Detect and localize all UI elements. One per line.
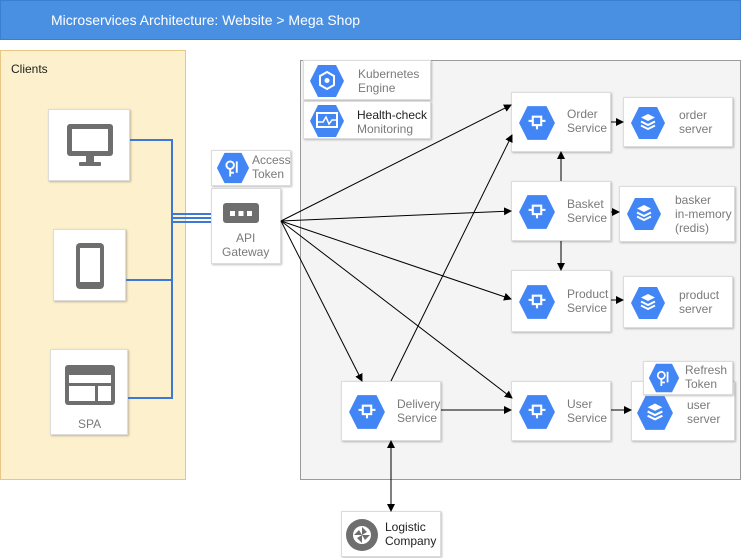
product-service-label-2: Service — [567, 301, 608, 315]
access-token-card[interactable]: Access Token — [211, 150, 291, 186]
spa-to-gateway-connector — [128, 213, 211, 399]
basket-service-label-1: Basket — [567, 197, 604, 211]
order-server-label-2: server — [679, 122, 713, 136]
user-server-label-2: server — [687, 412, 721, 426]
compute-engine-icon — [519, 395, 555, 429]
order-service-label-2: Service — [567, 121, 608, 135]
compute-engine-icon — [349, 395, 385, 429]
compute-engine-icon — [519, 285, 555, 319]
order-service-label-1: Order — [567, 107, 598, 121]
compute-engine-icon — [519, 195, 555, 229]
order-server-label-1: order — [679, 108, 708, 122]
database-icon — [627, 198, 661, 230]
database-icon — [631, 107, 665, 139]
product-service-card[interactable]: Product Service — [511, 270, 611, 332]
basket-store-card[interactable]: basker in-memory (redis) — [619, 186, 735, 242]
api-gateway-card[interactable]: API Gateway — [211, 188, 281, 264]
database-icon — [637, 396, 673, 430]
monitoring-icon — [310, 105, 344, 137]
delivery-to-order-arrow — [390, 134, 513, 382]
browser-window-icon — [65, 365, 115, 405]
mobile-client-card[interactable] — [53, 229, 126, 301]
gateway-to-user-arrow — [280, 220, 513, 399]
basket-store-label-1: basker — [675, 193, 712, 207]
mobile-to-gateway-connector — [126, 217, 211, 281]
kubernetes-label-2: Engine — [358, 81, 396, 95]
access-token-label-1: Access — [252, 153, 291, 167]
desktop-to-gateway-connector — [130, 139, 211, 223]
basket-service-card[interactable]: Basket Service — [511, 181, 611, 241]
refresh-token-label-1: Refresh — [685, 363, 728, 377]
product-server-card[interactable]: product server — [623, 276, 733, 328]
user-service-label-1: User — [567, 397, 593, 411]
gateway-to-product-arrow — [280, 220, 512, 301]
kubernetes-icon — [310, 65, 344, 97]
spa-client-card[interactable]: SPA — [50, 349, 128, 435]
delivery-service-card[interactable]: Delivery Service — [341, 381, 441, 441]
refresh-token-card[interactable]: Refresh Token — [643, 361, 733, 395]
user-service-label-2: Service — [567, 411, 608, 425]
delivery-service-label-2: Service — [397, 411, 438, 425]
database-icon — [631, 287, 665, 319]
shutter-icon — [346, 519, 378, 551]
order-server-card[interactable]: order server — [623, 97, 733, 147]
logistic-label-2: Company — [385, 534, 437, 548]
compute-engine-icon — [519, 106, 555, 140]
title-bar — [0, 0, 741, 40]
spa-label: SPA — [78, 417, 102, 431]
user-server-label-1: user — [687, 398, 711, 412]
basket-store-label-3: (redis) — [675, 221, 710, 235]
logistic-label-1: Logistic — [385, 520, 426, 534]
basket-service-label-2: Service — [567, 211, 608, 225]
key-icon — [216, 152, 250, 184]
key-icon — [648, 363, 680, 393]
product-service-label-1: Product — [567, 287, 609, 301]
tablet-icon — [76, 243, 104, 289]
health-label-1: Health-check — [357, 108, 428, 122]
order-service-card[interactable]: Order Service — [511, 92, 611, 152]
api-gateway-label-2: Gateway — [222, 245, 270, 259]
gateway-icon — [223, 203, 259, 223]
health-label-2: Monitoring — [357, 122, 414, 136]
gateway-to-order-arrow — [280, 104, 512, 222]
refresh-token-label-2: Token — [685, 377, 718, 391]
delivery-service-label-1: Delivery — [397, 397, 441, 411]
kubernetes-engine-card[interactable]: Kubernetes Engine — [303, 60, 431, 100]
health-check-card[interactable]: Health-check Monitoring — [303, 101, 431, 139]
gateway-to-basket-arrow — [280, 207, 512, 222]
basket-store-label-2: in-memory — [675, 207, 732, 221]
desktop-client-card[interactable] — [48, 109, 130, 181]
kubernetes-label-1: Kubernetes — [358, 67, 420, 81]
product-server-label-2: server — [679, 302, 713, 316]
monitor-icon — [67, 124, 113, 166]
product-server-label-1: product — [679, 288, 720, 302]
api-gateway-label-1: API — [236, 231, 256, 245]
diagram-title: Microservices Architecture: Website > Me… — [51, 12, 361, 28]
clients-label: Clients — [11, 62, 48, 76]
access-token-label-2: Token — [252, 167, 285, 181]
logistic-company-card[interactable]: Logistic Company — [341, 511, 441, 557]
gateway-to-delivery-arrow — [280, 220, 363, 382]
